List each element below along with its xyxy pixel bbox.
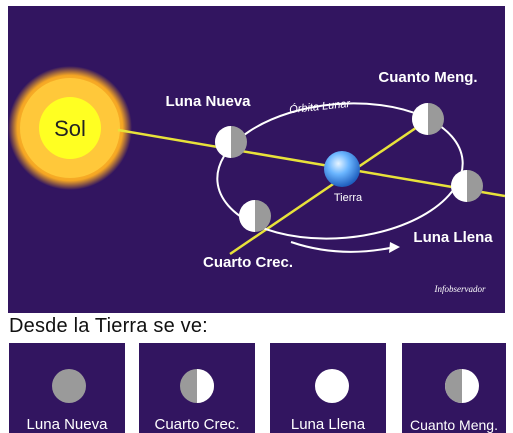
phase-card-last-quarter: Cuanto Meng. — [402, 343, 506, 433]
caption: Desde la Tierra se ve: — [9, 315, 208, 337]
moon-waxing-position-icon — [239, 200, 271, 232]
full-moon-label: Luna Llena — [413, 229, 493, 246]
earth-label: Tierra — [334, 192, 363, 204]
moon-phases-diagram: Sol Tierra Luna Nueva Órbita Lunar Cuant… — [8, 6, 505, 313]
phase-label: Luna Llena — [290, 416, 366, 433]
sun: Sol — [8, 66, 132, 190]
phase-card-first-quarter: Cuarto Crec. — [139, 343, 255, 433]
phase-label: Cuarto Crec. — [154, 416, 240, 433]
phase-label: Cuanto Meng. — [410, 417, 498, 433]
phase-label: Luna Nueva — [26, 416, 108, 433]
sun-label: Sol — [54, 116, 86, 141]
moon-full-position-icon — [451, 170, 483, 202]
sunlight-line — [117, 128, 505, 198]
moon-new-position-icon — [215, 126, 247, 158]
new-moon-label: Luna Nueva — [165, 93, 251, 110]
waning-quarter-label: Cuanto Meng. — [378, 69, 477, 86]
phase-card-new-moon: Luna Nueva — [9, 343, 125, 433]
moon-waning-position-icon — [412, 103, 444, 135]
credit-label: Infobservador — [434, 284, 486, 294]
earth-icon — [324, 151, 360, 187]
orbit-direction-arrow-icon — [290, 241, 400, 253]
first-quarter-moon-icon — [180, 369, 214, 403]
phase-card-full-moon: Luna Llena — [270, 343, 386, 433]
lunar-orbit — [216, 102, 464, 240]
quadrature-line — [229, 115, 433, 256]
waxing-quarter-label: Cuarto Crec. — [203, 254, 293, 271]
new-moon-icon — [52, 369, 86, 403]
full-moon-icon — [315, 369, 349, 403]
last-quarter-moon-icon — [445, 369, 479, 403]
